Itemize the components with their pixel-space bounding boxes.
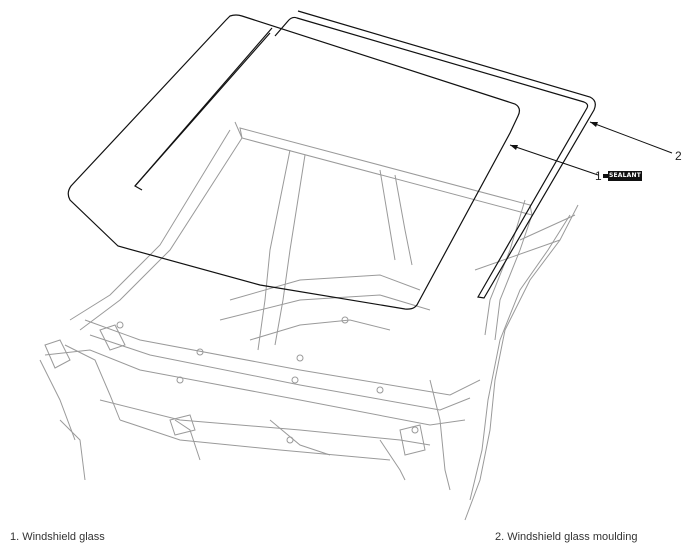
leader-lines — [509, 121, 673, 176]
windshield-glass — [67, 14, 521, 310]
legend-item-1: 1. Windshield glass — [10, 531, 105, 543]
sealant-nozzle-icon — [603, 174, 609, 178]
callout-2: 2 — [675, 149, 682, 163]
windshield-moulding — [274, 10, 596, 299]
arrowhead-2 — [590, 122, 598, 127]
car-body-frame — [39, 121, 579, 521]
leader-line-1 — [509, 144, 599, 176]
leader-arrowheads — [510, 122, 598, 150]
callout-1: 1 — [595, 169, 602, 183]
leader-line-2 — [589, 121, 673, 154]
legend-item-2: 2. Windshield glass moulding — [495, 531, 638, 543]
arrowhead-1 — [510, 145, 518, 150]
sealant-icon: SEALANT — [608, 171, 642, 181]
